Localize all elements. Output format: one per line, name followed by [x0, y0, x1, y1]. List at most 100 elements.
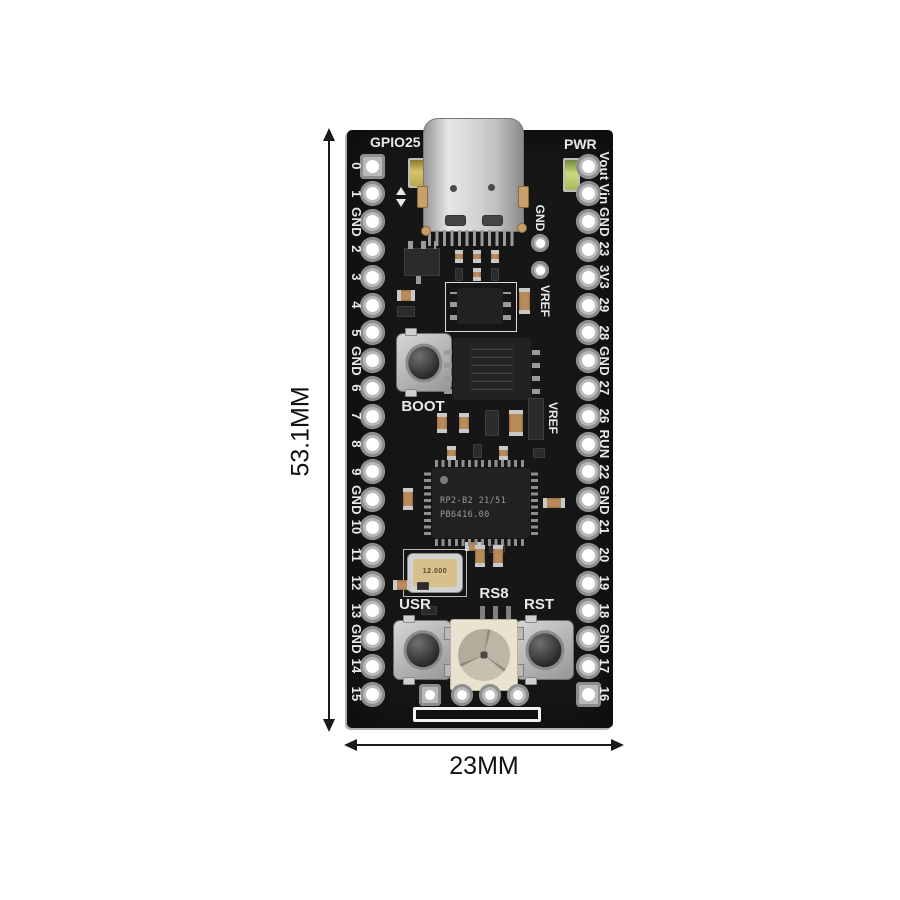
debug-pad: [451, 684, 473, 706]
bottom-slot: [413, 707, 541, 722]
pin-pad-gnd-r17: [575, 626, 601, 652]
pin-pad-run-r10: [575, 431, 601, 457]
pin-pad-17-r18: [575, 653, 601, 679]
height-arrow-bottom-icon: [323, 719, 335, 732]
mcu-marking-line1: RP2-B2 21/51: [440, 496, 507, 506]
capacitor: [417, 582, 429, 590]
flash-legs: [532, 344, 540, 394]
height-arrow-top-icon: [323, 128, 335, 141]
gnd-pad: [531, 261, 549, 279]
button-nub: [525, 677, 537, 685]
debug-pad: [507, 684, 529, 706]
resistor: [459, 413, 469, 433]
gpio25-label: GPIO25: [370, 134, 421, 150]
pin-pad-27-r8: [575, 375, 601, 401]
pin-pad-3-l4: [359, 264, 385, 290]
vref-label-upper: VREF: [538, 284, 552, 317]
regulator-outline: [445, 282, 517, 332]
resistor: [437, 413, 447, 433]
resistor: [473, 268, 481, 281]
debug-pad: [419, 684, 441, 706]
resistor: [403, 488, 413, 510]
resistor: [543, 498, 565, 508]
usb-c-connector: [423, 118, 524, 232]
resistor: [393, 580, 411, 590]
pin-pad-gnd-l7: [359, 348, 385, 374]
pin-pad-20-r14: [575, 542, 601, 568]
crystal-oscillator: 12.000: [407, 553, 463, 593]
pin-label-r19: 16: [597, 686, 612, 702]
vref-label-lower: VREF: [546, 401, 560, 434]
pin-pad-28-r6: [575, 320, 601, 346]
resistor: [519, 288, 530, 314]
regulator-chip: [457, 288, 503, 324]
usb-mount-lug: [417, 186, 428, 208]
width-dimension-label: 23MM: [449, 752, 519, 780]
resistor: [491, 250, 499, 263]
capacitor: [491, 268, 499, 281]
pin-pad-15-l19: [359, 681, 385, 707]
pin-pad-gnd-l2: [359, 209, 385, 235]
regulator-legs: [450, 292, 458, 320]
capacitor: [421, 606, 437, 615]
capacitor: [533, 448, 545, 458]
usr-button-label: USR: [399, 596, 431, 613]
mcu-pin1-dot: [440, 476, 448, 484]
pin-pad-gnd-l12: [359, 487, 385, 513]
sot23-transistor: [404, 248, 440, 276]
pin-pad-gnd-r7: [575, 348, 601, 374]
rst-button-label: RST: [524, 596, 554, 613]
pin-pad-1-l1: [359, 181, 385, 207]
pin-pad-vin-r1: [575, 181, 601, 207]
flash-chip: [453, 338, 531, 400]
pin-pad-11-l14: [359, 542, 385, 568]
pin-pad-13-l16: [359, 598, 385, 624]
capacitor: [455, 268, 463, 281]
pcb-board: GPIO25 PWR GND: [347, 118, 613, 728]
pin-pad-22-r11: [575, 459, 601, 485]
rgb-led-lens: [458, 629, 510, 681]
pin-pad-vout-r0: [575, 153, 601, 179]
width-arrow-right-icon: [611, 739, 624, 751]
button-nub: [403, 677, 415, 685]
pin-pad-10-l13: [359, 514, 385, 540]
resistor: [475, 545, 485, 567]
pin-pad-2-l3: [359, 236, 385, 262]
pin-pad-gnd-r2: [575, 209, 601, 235]
pin-pad-26-r9: [575, 403, 601, 429]
resistor: [447, 446, 456, 460]
width-dimension-line: [352, 744, 616, 746]
mcu-pins-top: [435, 460, 527, 467]
usb-rivet-icon: [450, 185, 457, 192]
reset-button: [515, 615, 574, 685]
usb-mount-lug: [518, 186, 529, 208]
rs8-component: [480, 606, 516, 620]
ferrite-part: [528, 398, 544, 440]
pin-pad-0-l0: [359, 153, 385, 179]
gnd-pad: [531, 234, 549, 252]
usb-latch-icon: [445, 215, 466, 226]
pin-pad-16-r19: [575, 681, 601, 707]
usb-latch-icon: [482, 215, 503, 226]
flash-marking: [471, 348, 513, 390]
mcu-pins-bottom: [435, 539, 527, 546]
pin-pad-4-l5: [359, 292, 385, 318]
rgb-led: [450, 619, 518, 691]
usb-rivet-icon: [488, 184, 495, 191]
updown-marker-icon: [396, 199, 406, 207]
pin-pad-18-r16: [575, 598, 601, 624]
resistor: [509, 410, 523, 436]
capacitor: [397, 306, 415, 317]
pin-pad-3v3-r4: [575, 264, 601, 290]
debug-pad: [479, 684, 501, 706]
button-nub: [405, 389, 417, 397]
resistor: [397, 290, 415, 301]
pin-pad-29-r5: [575, 292, 601, 318]
usb-mount-hole: [421, 226, 431, 236]
boot-button-label: BOOT: [401, 398, 445, 415]
resistor: [493, 545, 503, 567]
pwr-label: PWR: [564, 136, 597, 152]
pin-label-l19: 15: [349, 686, 364, 702]
resistor: [473, 250, 481, 263]
